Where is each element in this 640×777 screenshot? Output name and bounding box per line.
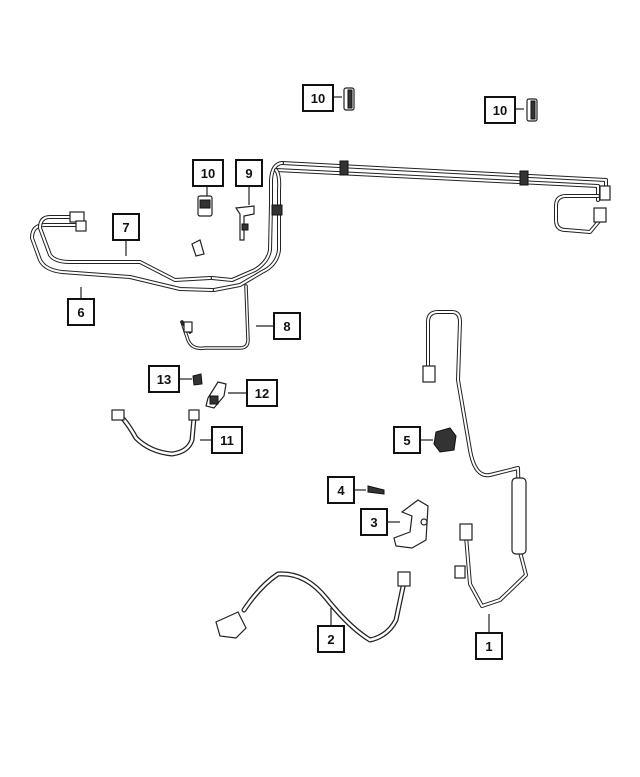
callout-7: 7 bbox=[112, 213, 140, 241]
callout-1: 1 bbox=[475, 632, 503, 660]
small-clip bbox=[191, 239, 205, 257]
callout-6: 6 bbox=[67, 298, 95, 326]
callout-13: 13 bbox=[148, 365, 180, 393]
callout-10-top-right: 10 bbox=[484, 96, 516, 124]
bracket-part-12 bbox=[205, 381, 227, 409]
bracket-part-9 bbox=[234, 205, 255, 241]
brake-line-part-1 bbox=[422, 310, 528, 608]
callout-10-middle: 10 bbox=[192, 159, 224, 187]
clip-part-10-a bbox=[343, 87, 355, 111]
leader-lines bbox=[80, 96, 524, 632]
callout-4: 4 bbox=[327, 476, 355, 504]
callout-12: 12 bbox=[246, 379, 278, 407]
brake-line-assembly-upper bbox=[210, 160, 611, 292]
brake-line-part-6 bbox=[30, 211, 214, 292]
clip-part-13 bbox=[192, 373, 203, 386]
callout-9: 9 bbox=[235, 159, 263, 187]
hose-part-11 bbox=[111, 409, 200, 457]
clip-part-10-b bbox=[526, 98, 538, 122]
callout-10-top-left: 10 bbox=[302, 84, 334, 112]
brake-line-part-8 bbox=[180, 284, 250, 351]
callout-11: 11 bbox=[211, 426, 243, 454]
hose-part-2 bbox=[215, 571, 411, 643]
callout-2: 2 bbox=[317, 625, 345, 653]
bracket-part-3 bbox=[393, 499, 429, 549]
callout-5: 5 bbox=[393, 426, 421, 454]
callout-8: 8 bbox=[273, 312, 301, 340]
clip-part-4 bbox=[367, 485, 385, 495]
clip-part-5 bbox=[433, 427, 457, 453]
clip-part-10-c bbox=[197, 195, 213, 217]
callout-3: 3 bbox=[360, 508, 388, 536]
